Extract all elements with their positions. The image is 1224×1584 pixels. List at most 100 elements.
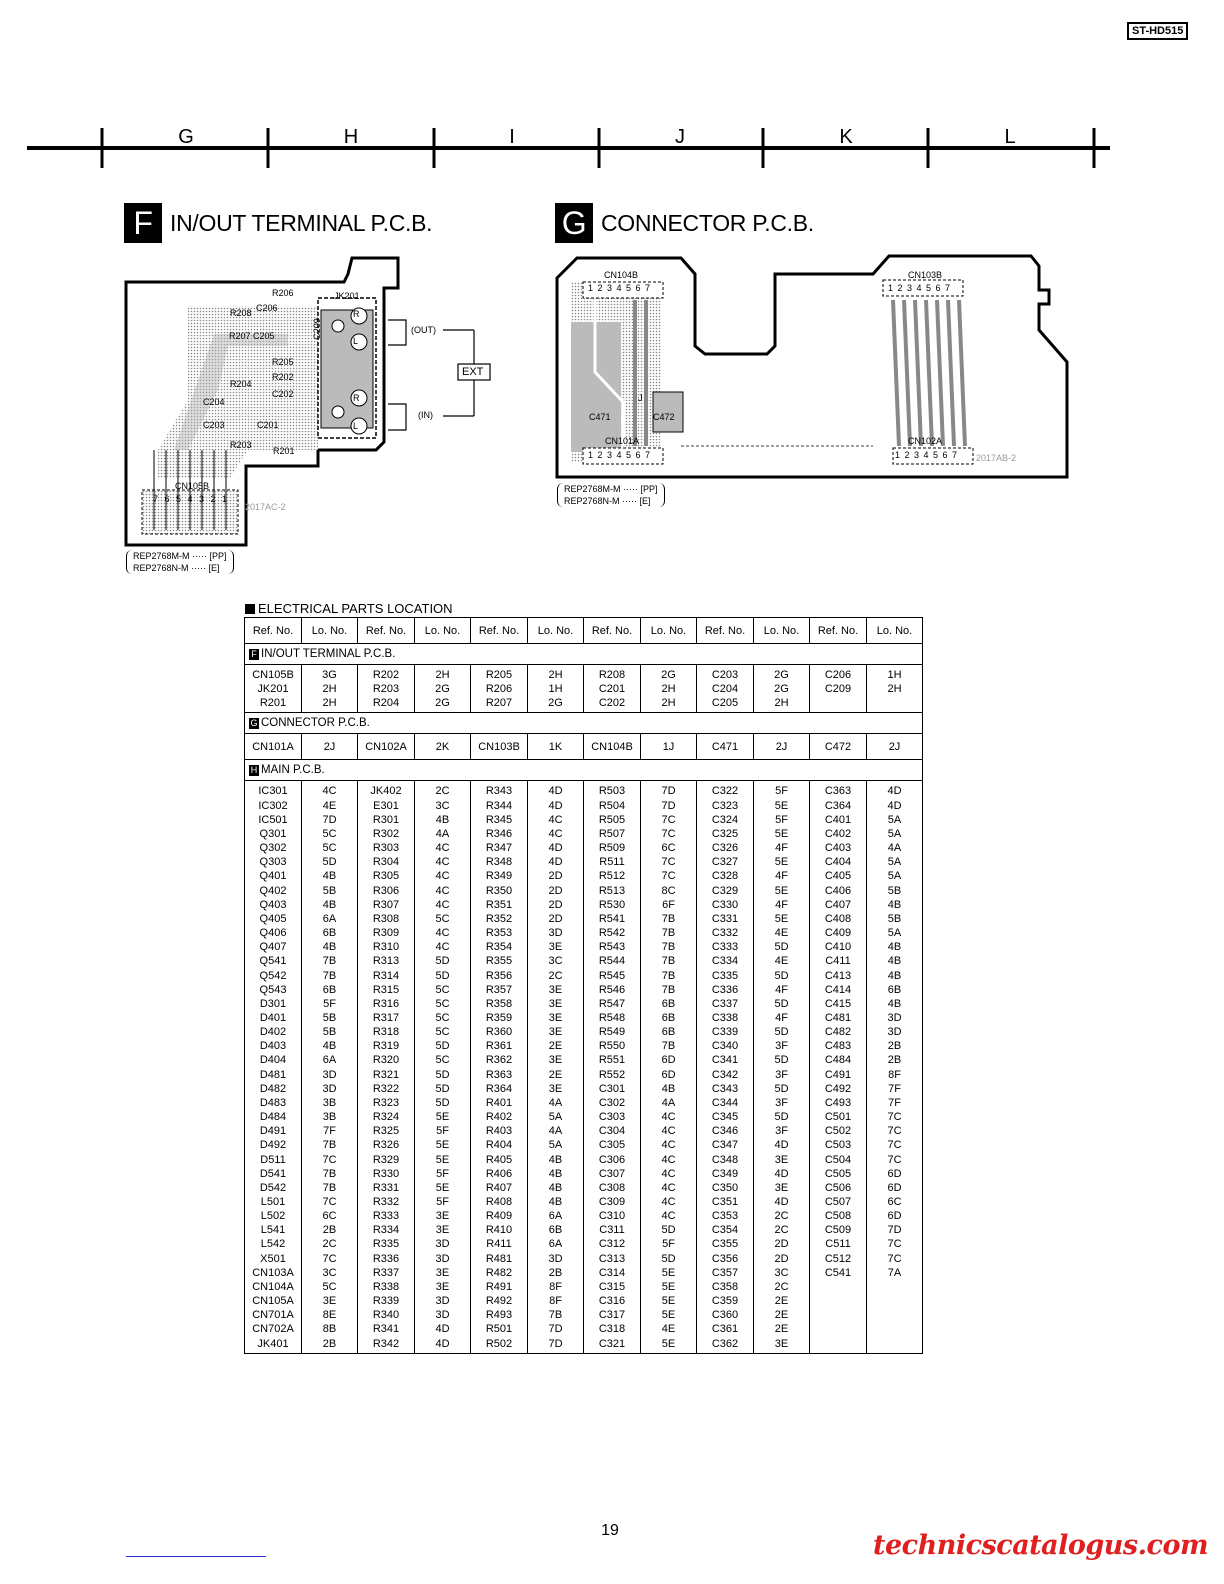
label-jack-r-bottom: R <box>353 393 360 403</box>
header-ref-no: Ref. No. <box>357 617 415 644</box>
variant-line-1: REP2768M-M ····· [PP] <box>133 551 227 561</box>
ref-no-cell: R330 <box>372 1167 400 1180</box>
lo-no-cell: 4B <box>661 1082 676 1095</box>
ref-no-cell: C337 <box>711 997 739 1010</box>
section-f-title-text: IN/OUT TERMINAL P.C.B. <box>170 209 433 236</box>
ref-no-cell: C415 <box>824 997 852 1010</box>
ref-no-cell: C350 <box>711 1181 739 1194</box>
lo-no-cell: 4B <box>322 1040 337 1053</box>
ref-no-cell: R544 <box>598 955 626 968</box>
label-r202: R202 <box>272 372 294 382</box>
ref-no-cell: CN702A <box>252 1323 294 1336</box>
ref-no-cell: R545 <box>598 969 626 982</box>
ref-no-cell: R207 <box>485 697 513 710</box>
ref-no-cell: C341 <box>711 1054 739 1067</box>
label-c204: C204 <box>203 397 225 407</box>
lo-no-cell: 5F <box>436 1125 449 1138</box>
section-badge-g: G <box>249 718 259 730</box>
lo-no-cell: 5E <box>661 1337 676 1350</box>
lo-no-cell: 8F <box>549 1280 562 1293</box>
lo-no-cell: 5E <box>774 856 789 869</box>
lo-no-cell: 5C <box>322 1280 337 1293</box>
ref-no-cell: L501 <box>260 1196 286 1208</box>
lo-no-column: 1J <box>640 733 697 761</box>
ref-no-cell: Q542 <box>259 969 287 982</box>
label-board-code-g: 2017AB-2 <box>976 453 1017 463</box>
ref-no-cell: R315 <box>372 983 400 996</box>
ref-no-cell: R408 <box>485 1196 513 1208</box>
ref-no-cell: CN701A <box>252 1309 294 1322</box>
lo-no-cell: 6D <box>887 1167 902 1180</box>
label-board-code-f: 2017AC-2 <box>245 502 286 512</box>
lo-no-cell: 2B <box>548 1266 563 1279</box>
ref-no-cell: C503 <box>824 1139 852 1152</box>
ref-no-cell: C408 <box>824 912 852 925</box>
ref-no-cell: C482 <box>824 1026 852 1039</box>
lo-no-cell: 3D <box>887 1026 902 1039</box>
lo-no-cell: 8F <box>888 1068 901 1081</box>
lo-no-cell: 7C <box>661 813 676 826</box>
lo-no-cell: 6D <box>661 1054 676 1067</box>
ref-no-cell: C342 <box>711 1068 739 1081</box>
ref-no-cell: R357 <box>485 983 513 996</box>
ref-no-cell: R201 <box>259 697 287 710</box>
ref-no-cell: R353 <box>485 927 513 940</box>
ref-no-cell: IC302 <box>258 799 288 812</box>
lo-no-cell: 7C <box>887 1238 902 1251</box>
ref-no-column: CN102A <box>357 733 415 761</box>
header-ref-no: Ref. No. <box>470 617 528 644</box>
ref-no-cell: R410 <box>485 1224 513 1237</box>
label-r203: R203 <box>230 440 252 450</box>
ref-no-cell: C316 <box>598 1295 626 1308</box>
label-j: J <box>638 393 643 403</box>
ref-no-cell: Q407 <box>259 941 287 954</box>
lo-no-cell: 4D <box>774 1196 789 1208</box>
lo-no-cell: 5D <box>774 1026 789 1039</box>
ref-no-cell: C346 <box>711 1125 739 1138</box>
ref-no-cell: R301 <box>372 813 400 826</box>
lo-no-cell: 2D <box>548 870 563 883</box>
header-ref-no: Ref. No. <box>583 617 641 644</box>
ref-no-cell: R320 <box>372 1054 400 1067</box>
lo-no-cell: 3C <box>435 799 450 812</box>
lo-no-cell: 4D <box>548 856 563 869</box>
label-out: (OUT) <box>411 325 436 335</box>
lo-no-cell: 4B <box>887 969 902 982</box>
ref-no-cell: R332 <box>372 1196 400 1208</box>
lo-no-cell: 4C <box>435 870 450 883</box>
ref-no-cell: R404 <box>485 1139 513 1152</box>
lo-no-cell: 7F <box>323 1125 336 1138</box>
lo-no-cell: 7D <box>548 1337 563 1350</box>
ref-no-cell: C307 <box>598 1167 626 1180</box>
lo-no-cell: 2C <box>774 1280 789 1293</box>
ref-no-cell: C483 <box>824 1040 852 1053</box>
lo-no-cell: 6F <box>662 898 675 911</box>
lo-no-cell: 4C <box>435 927 450 940</box>
page-number: 19 <box>601 1522 619 1539</box>
lo-no-cell: 5A <box>548 1111 563 1124</box>
lo-no-cell: 6B <box>661 1026 676 1039</box>
lo-no-cell: 5E <box>774 884 789 897</box>
lo-no-cell: 5E <box>774 827 789 840</box>
lo-no-cell: 2H <box>322 697 337 710</box>
lo-no-cell: 7C <box>887 1139 902 1152</box>
lo-no-cell: 6B <box>322 927 337 940</box>
ref-no-cell: R409 <box>485 1210 513 1223</box>
lo-no-cell: 5A <box>887 927 902 940</box>
lo-no-cell: 2C <box>322 1238 337 1251</box>
ref-no-cell: C330 <box>711 898 739 911</box>
lo-no-cell: 3E <box>322 1295 337 1308</box>
label-c203: C203 <box>203 420 225 430</box>
lo-no-cell: 5D <box>435 955 450 968</box>
lo-no-cell: 4D <box>548 842 563 855</box>
ref-no-cell: C345 <box>711 1111 739 1124</box>
lo-no-cell: 4C <box>661 1210 676 1223</box>
ref-no-cell: C541 <box>824 1266 852 1279</box>
ref-no-cell: C323 <box>711 799 739 812</box>
section-f-title: F IN/OUT TERMINAL P.C.B. <box>124 203 433 243</box>
